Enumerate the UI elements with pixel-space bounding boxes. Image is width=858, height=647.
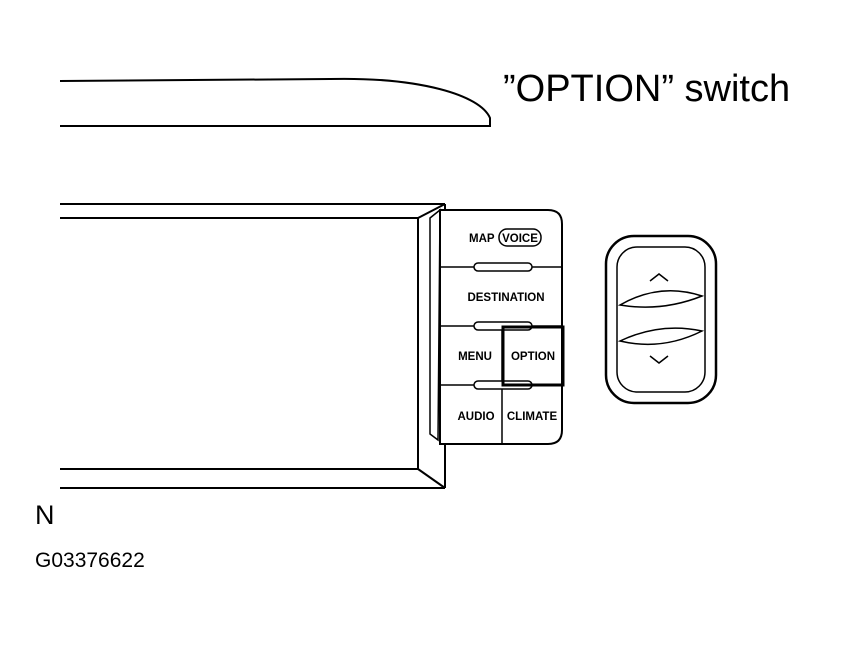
rocker-switch-top-ridge — [617, 289, 705, 308]
display-housing — [60, 203, 446, 489]
rocker-switch[interactable] — [604, 234, 718, 405]
option-switch-highlight — [501, 325, 565, 387]
option-button[interactable]: OPTION — [511, 351, 555, 363]
upper-trim-outline — [59, 77, 491, 127]
voice-button-label: VOICE — [502, 233, 538, 245]
button-panel — [429, 208, 565, 445]
north-label: N — [35, 500, 55, 530]
climate-button-label: CLIMATE — [507, 411, 558, 423]
audio-button-label: AUDIO — [457, 411, 494, 423]
option-button-label: OPTION — [511, 351, 555, 363]
climate-button[interactable]: CLIMATE — [507, 411, 558, 423]
option-switch-callout: ”OPTION” switch — [503, 68, 791, 110]
rocker-switch-bottom-ridge — [617, 327, 705, 346]
destination-button[interactable]: DESTINATION — [467, 292, 544, 304]
map-button[interactable]: MAP — [469, 233, 495, 245]
chevron-down-icon — [649, 355, 669, 364]
audio-button[interactable]: AUDIO — [457, 411, 494, 423]
voice-button[interactable]: VOICE — [498, 228, 542, 247]
figure-id: G03376622 — [35, 549, 145, 572]
menu-button[interactable]: MENU — [458, 351, 492, 363]
menu-button-label: MENU — [458, 351, 492, 363]
destination-button-label: DESTINATION — [467, 292, 544, 304]
chevron-up-icon — [649, 273, 669, 282]
map-button-label: MAP — [469, 233, 495, 245]
